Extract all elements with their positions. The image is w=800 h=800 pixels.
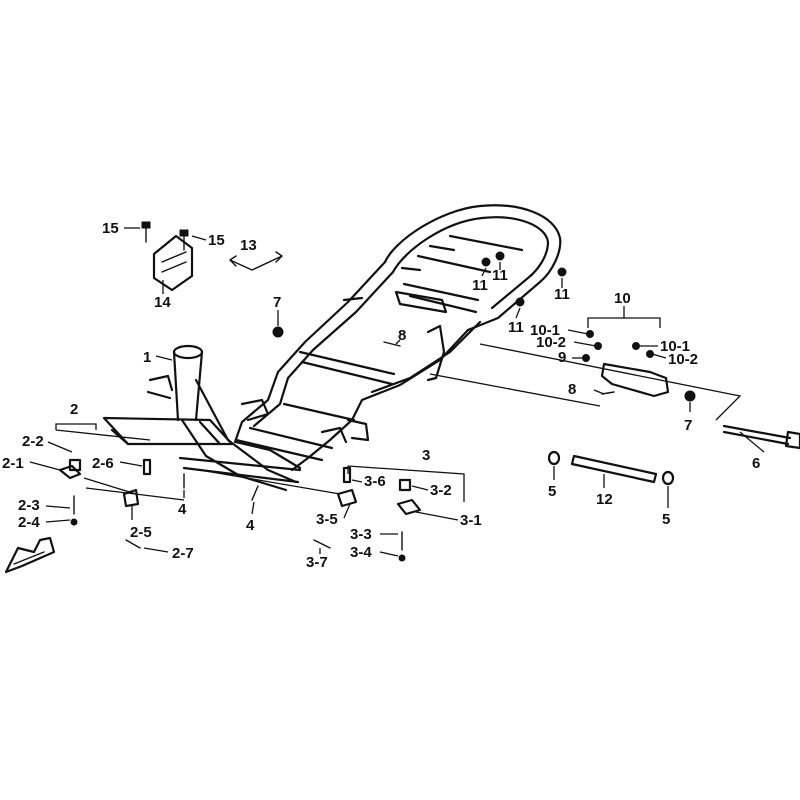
label-5-right: 5 (662, 511, 670, 528)
label-4-right: 4 (246, 517, 255, 534)
leader-lines (29, 227, 765, 557)
shaft-12 (570, 454, 658, 484)
label-5-left: 5 (548, 483, 556, 500)
callout-labels: 15 15 13 14 7 1 8 11 11 11 11 10 10-1 10… (2, 220, 760, 571)
label-8-upper: 8 (398, 327, 406, 344)
label-12: 12 (596, 491, 613, 508)
label-10-2-left: 10-2 (536, 334, 566, 351)
label-15-left: 15 (102, 220, 119, 237)
label-11-c: 11 (554, 286, 570, 303)
label-3-6: 3-6 (364, 473, 386, 490)
label-2-6: 2-6 (92, 455, 114, 472)
label-10: 10 (614, 290, 631, 307)
label-11-a: 11 (472, 277, 488, 294)
main-frame (102, 204, 562, 492)
label-2: 2 (70, 401, 78, 418)
front-direction-arrow-icon (4, 536, 56, 574)
label-2-1: 2-1 (2, 455, 24, 472)
label-2-3: 2-3 (18, 497, 40, 514)
label-6: 6 (752, 455, 760, 472)
label-9: 9 (558, 349, 566, 366)
label-11-b: 11 (492, 267, 508, 284)
label-3-7: 3-7 (306, 554, 328, 571)
label-15-right: 15 (208, 232, 225, 249)
label-3-3: 3-3 (350, 526, 372, 543)
label-4-left: 4 (178, 501, 187, 518)
label-8-lower: 8 (568, 381, 576, 398)
label-10-2-right: 10-2 (668, 351, 698, 368)
label-3-4: 3-4 (350, 544, 372, 561)
label-3-1: 3-1 (460, 512, 482, 529)
label-7-right: 7 (684, 417, 692, 434)
label-14: 14 (154, 294, 171, 311)
label-2-5: 2-5 (130, 524, 152, 541)
label-13: 13 (240, 237, 257, 254)
label-3: 3 (422, 447, 430, 464)
label-10-1-right: 10-1 (660, 338, 690, 355)
label-3-5: 3-5 (316, 511, 338, 528)
label-2-2: 2-2 (22, 433, 44, 450)
bolt-6 (722, 424, 792, 446)
label-2-7: 2-7 (172, 545, 194, 562)
arrow-13 (229, 251, 283, 271)
parts (4, 221, 800, 574)
label-3-2: 3-2 (430, 482, 452, 499)
label-11-d: 11 (508, 319, 524, 336)
label-1: 1 (143, 349, 151, 366)
label-7-left: 7 (273, 294, 281, 311)
pivot-bracket-9 (600, 362, 670, 398)
label-10-1-left: 10-1 (530, 322, 560, 339)
bracket-14 (152, 234, 194, 292)
label-2-4: 2-4 (18, 514, 40, 531)
